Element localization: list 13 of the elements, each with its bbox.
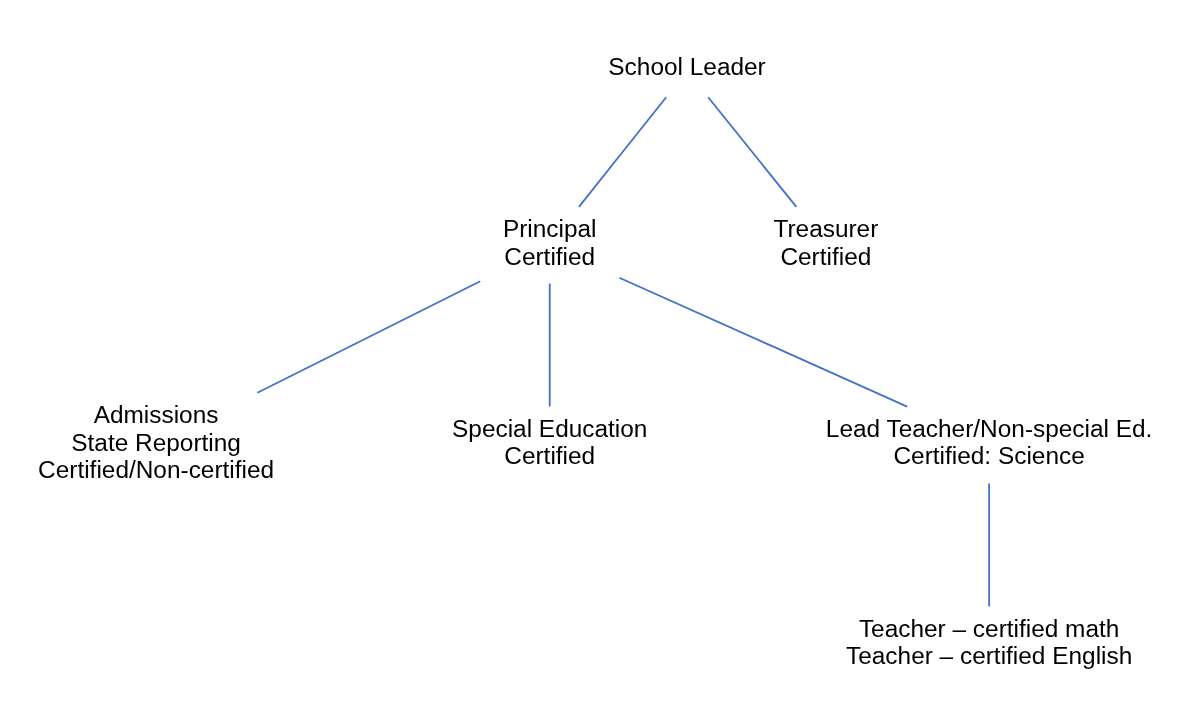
node-text: Admissions State Reporting Certified/Non-certified	[38, 401, 275, 484]
connector	[618, 276, 909, 408]
connector	[578, 96, 668, 208]
node-text: School Leader	[608, 53, 766, 81]
connector	[256, 280, 482, 394]
connector	[548, 282, 551, 408]
node-text: Treasurer Certified	[773, 215, 879, 270]
connector	[707, 96, 798, 208]
node-text: Teacher – certified math Teacher – certified English	[846, 614, 1133, 670]
node-text: Lead Teacher/Non-special Ed. Certified: Science	[825, 414, 1153, 470]
connector	[988, 482, 991, 608]
node-text: Principal Certified	[502, 215, 597, 270]
node-text: Special Education Certified	[452, 414, 648, 470]
